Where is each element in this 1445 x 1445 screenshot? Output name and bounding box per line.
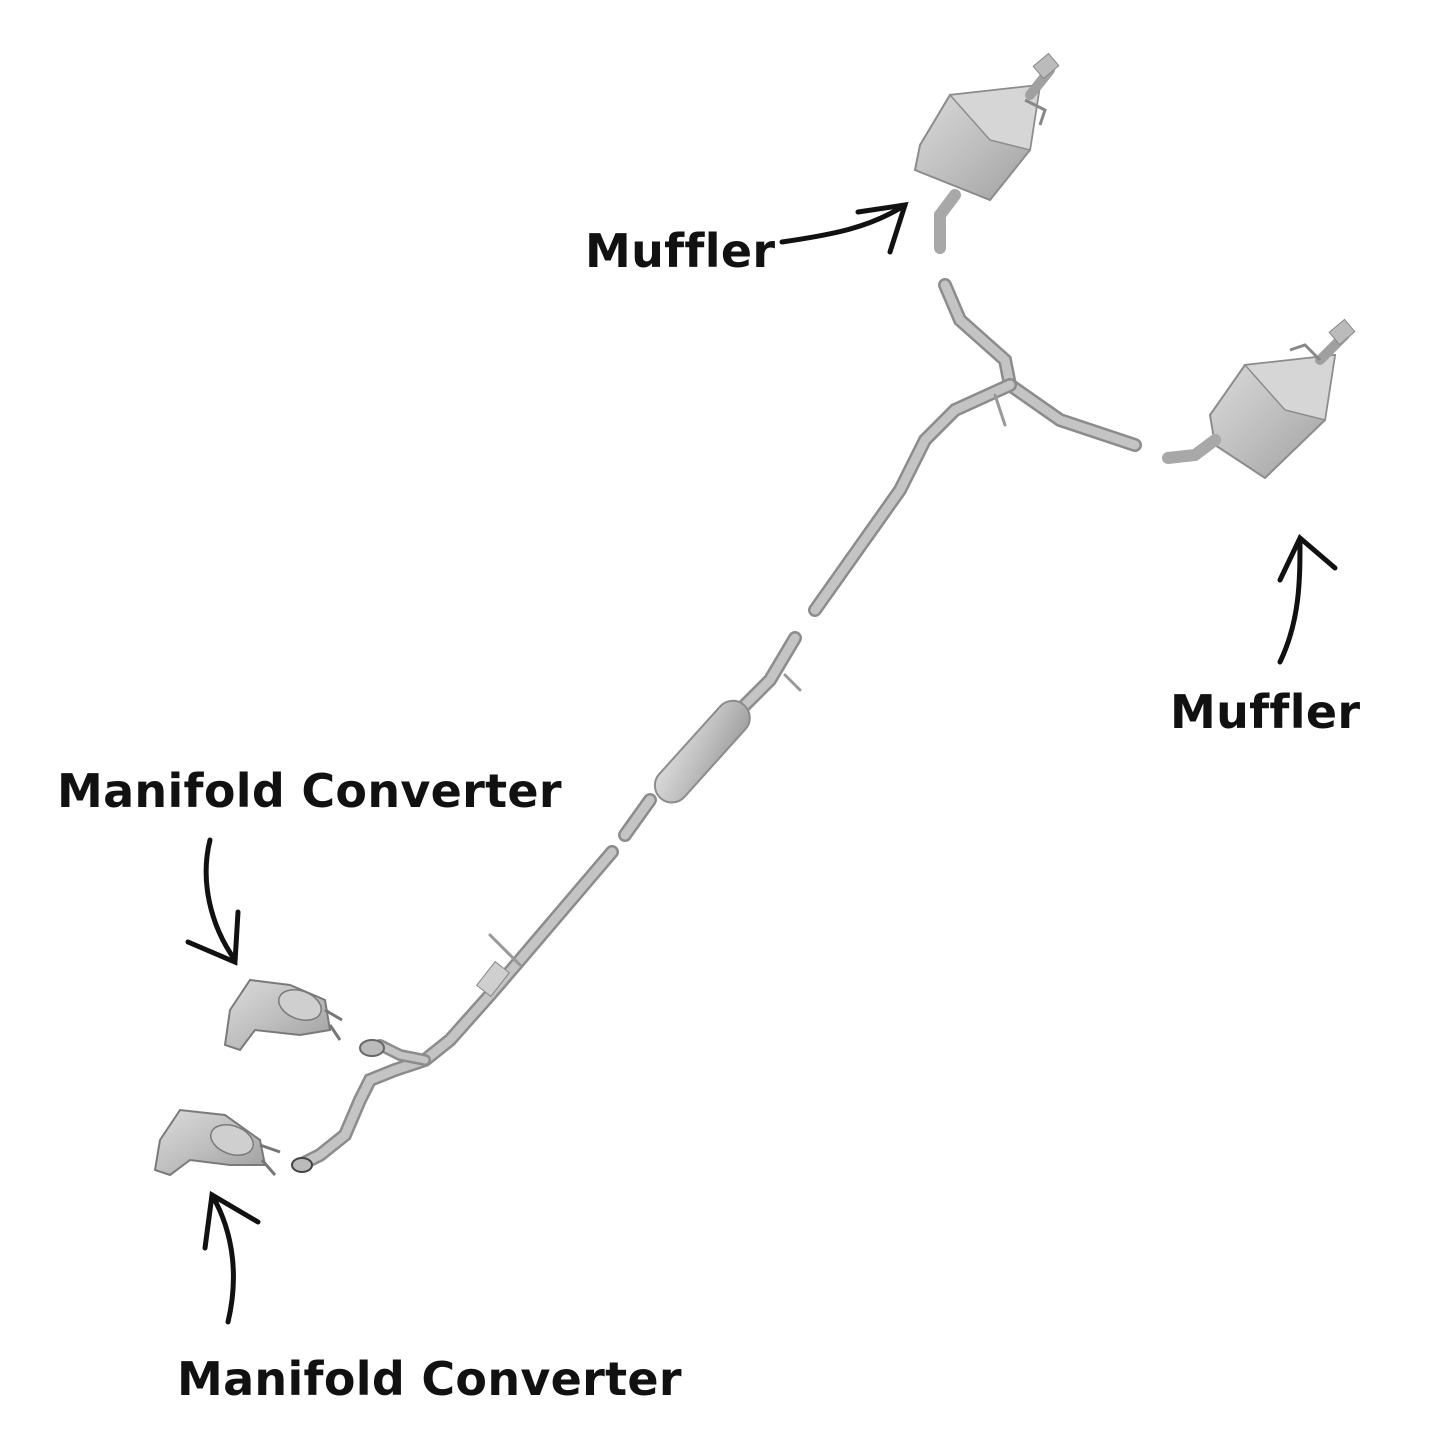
resonator bbox=[653, 699, 751, 804]
label-manifold-converter-top: Manifold Converter bbox=[57, 764, 562, 818]
arrow-converter-bottom bbox=[202, 1190, 261, 1325]
label-manifold-converter-bottom: Manifold Converter bbox=[177, 1352, 682, 1406]
arrow-muffler-top bbox=[779, 201, 909, 255]
front-pipe bbox=[291, 845, 619, 1173]
arrow-converter-top bbox=[185, 837, 241, 966]
label-muffler-top: Muffler bbox=[585, 224, 776, 278]
arrow-muffler-right bbox=[1277, 533, 1338, 665]
muffler-top bbox=[913, 52, 1060, 254]
manifold-converter-bottom bbox=[153, 1108, 281, 1177]
muffler-right bbox=[1162, 318, 1356, 480]
label-muffler-right: Muffler bbox=[1170, 685, 1361, 739]
manifold-converter-top bbox=[223, 978, 343, 1052]
mid-pipe-resonator bbox=[618, 631, 802, 842]
rear-y-pipe bbox=[808, 278, 1142, 617]
